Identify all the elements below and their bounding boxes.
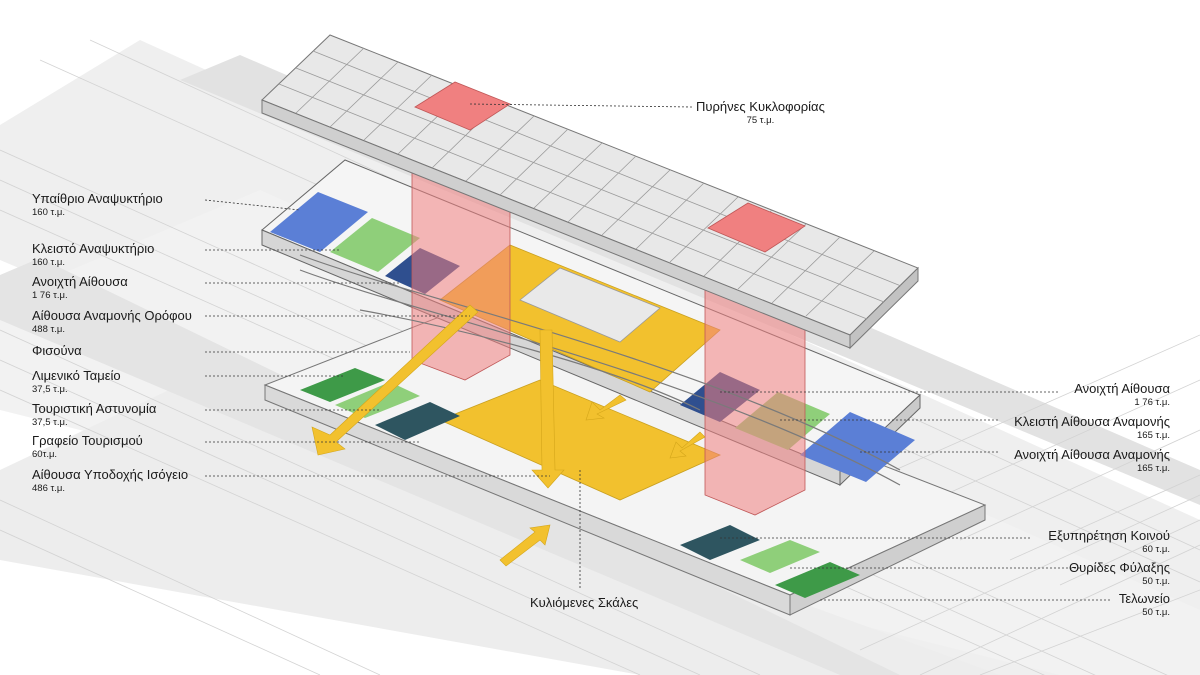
- label-name: Ανοιχτή Αίθουσα: [32, 274, 128, 289]
- label-name: Ανοιχτή Αίθουσα Αναμονής: [1014, 447, 1170, 462]
- label-outdoor-cafe: Υπαίθριο Αναψυκτήριο 160 τ.μ.: [32, 191, 163, 219]
- label-customer-service: Εξυπηρέτηση Κοινού 60 τ.μ.: [1048, 528, 1170, 556]
- label-escalators: Κυλιόμενες Σκάλες: [530, 595, 639, 611]
- label-area: 60 τ.μ.: [1142, 543, 1170, 555]
- label-area: 488 τ.μ.: [32, 323, 65, 335]
- label-area: 165 τ.μ.: [1137, 429, 1170, 441]
- outdoor-cafe: [270, 192, 368, 252]
- arrow-escalator-down: [531, 329, 565, 489]
- tourism-office-room: [375, 402, 460, 440]
- label-customs: Τελωνείο 50 τ.μ.: [1118, 591, 1170, 619]
- label-lockers: Θυρίδες Φύλαξης 50 τ.μ.: [1068, 560, 1170, 588]
- label-area: 37,5 τ.μ.: [32, 416, 68, 428]
- label-closed-waiting-hall: Κλειστή Αίθουσα Αναμονής 165 τ.μ.: [1014, 414, 1170, 442]
- label-name: Πυρήνες Κυκλοφορίας: [696, 99, 825, 114]
- label-area: 50 τ.μ.: [1142, 575, 1170, 587]
- label-tourism-office: Γραφείο Τουρισμού 60τ.μ.: [32, 433, 143, 461]
- label-indoor-cafe: Κλειστό Αναψυκτήριο 160 τ.μ.: [32, 241, 155, 269]
- label-name: Κυλιόμενες Σκάλες: [530, 595, 639, 610]
- indoor-cafe: [330, 218, 420, 272]
- label-area: 160 τ.μ.: [32, 206, 65, 218]
- arrow-to-ground-left: [311, 304, 479, 456]
- label-tube: Φισούνα: [32, 343, 82, 359]
- roof-core-1: [414, 81, 511, 131]
- label-name: Τουριστική Αστυνομία: [32, 401, 157, 416]
- label-name: Φισούνα: [32, 343, 82, 358]
- label-ground-reception: Αίθουσα Υποδοχής Ισόγειο 486 τ.μ.: [32, 467, 189, 495]
- harbour-fund-room: [300, 368, 385, 402]
- label-name: Αίθουσα Υποδοχής Ισόγειο: [32, 467, 189, 482]
- label-area: 1 76 τ.μ.: [1134, 396, 1170, 408]
- leader-lines: [204, 103, 1110, 601]
- label-area: 165 τ.μ.: [1137, 462, 1170, 474]
- label-upper-waiting-hall: Αίθουσα Αναμονής Ορόφου 488 τ.μ.: [32, 308, 192, 336]
- arrow-entrance: [499, 524, 551, 567]
- label-open-hall-right: Ανοιχτή Αίθουσα 1 76 τ.μ.: [1074, 381, 1170, 409]
- label-circulation-cores: Πυρήνες Κυκλοφορίας 75 τ.μ.: [696, 99, 825, 127]
- roof-core-2: [707, 202, 806, 253]
- label-harbour-fund: Λιμενικό Ταμείο 37,5 τ.μ.: [32, 368, 121, 396]
- label-area: 160 τ.μ.: [32, 256, 65, 268]
- open-waiting-hall: [800, 412, 915, 482]
- label-tourist-police: Τουριστική Αστυνομία 37,5 τ.μ.: [32, 401, 157, 429]
- arrow-right-mid: [669, 431, 706, 459]
- label-area: 75 τ.μ.: [746, 114, 775, 126]
- label-open-waiting-hall: Ανοιχτή Αίθουσα Αναμονής 165 τ.μ.: [1014, 447, 1170, 475]
- lockers-room: [740, 540, 820, 573]
- label-name: Υπαίθριο Αναψυκτήριο: [32, 191, 163, 206]
- label-name: Λιμενικό Ταμείο: [32, 368, 121, 383]
- label-name: Θυρίδες Φύλαξης: [1068, 560, 1170, 575]
- label-area: 486 τ.μ.: [32, 482, 65, 494]
- roof: [261, 34, 919, 350]
- label-name: Τελωνείο: [1118, 591, 1170, 606]
- label-name: Κλειστό Αναψυκτήριο: [32, 241, 155, 256]
- label-area: 60τ.μ.: [32, 448, 58, 460]
- label-name: Κλειστή Αίθουσα Αναμονής: [1014, 414, 1170, 429]
- label-area: 1 76 τ.μ.: [32, 289, 68, 301]
- circulation-arrows: [311, 304, 706, 567]
- customs-room: [775, 562, 860, 598]
- arrow-right-down: [585, 394, 627, 421]
- label-name: Εξυπηρέτηση Κοινού: [1048, 528, 1170, 543]
- label-area: 37,5 τ.μ.: [32, 383, 68, 395]
- label-area: 50 τ.μ.: [1142, 606, 1170, 618]
- label-name: Γραφείο Τουρισμού: [32, 433, 143, 448]
- label-open-hall-left: Ανοιχτή Αίθουσα 1 76 τ.μ.: [32, 274, 128, 302]
- ground-floor: [263, 304, 987, 616]
- label-name: Αίθουσα Αναμονής Ορόφου: [32, 308, 192, 323]
- label-name: Ανοιχτή Αίθουσα: [1074, 381, 1170, 396]
- customer-service-room: [680, 525, 760, 560]
